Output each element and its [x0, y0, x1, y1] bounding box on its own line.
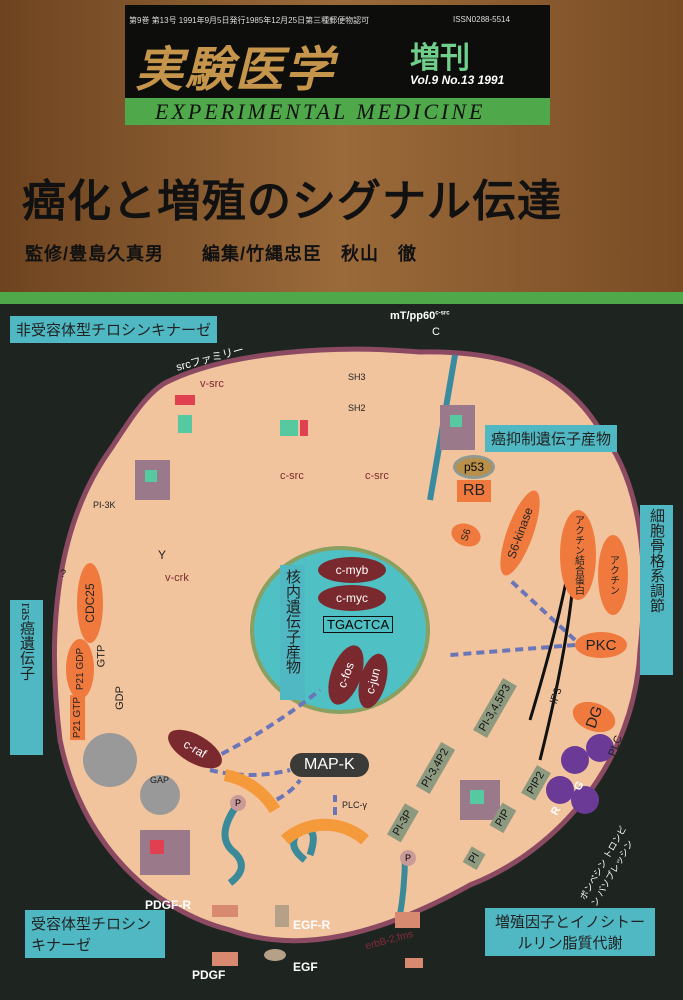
tgactca-sequence: TGACTCA	[323, 616, 394, 633]
editors-credit: 監修/豊島久真男 編集/竹縄忠臣 秋山 徹	[25, 244, 417, 264]
journal-logo: 実験医学	[135, 44, 336, 97]
plc-receptor	[546, 734, 614, 814]
gap-label: GAP	[150, 775, 170, 785]
section-non-receptor-tyrosine-kinase: 非受容体型チロシンキナーゼ	[10, 316, 218, 343]
c-myc-oval: c-myc	[318, 585, 386, 611]
masthead: 第9巻 第13号 1991年9月5日発行1985年12月25日第三種郵便物認可 …	[125, 5, 550, 125]
pdgf-label: PDGF	[192, 968, 226, 982]
sh3-label: SH3	[348, 372, 366, 382]
section-ras-oncogene: ras癌遺伝子	[10, 600, 43, 755]
y-label: Y	[158, 548, 167, 562]
section-nuclear-genes: 核内遺伝子産物	[280, 565, 305, 700]
english-title: EXPERIMENTAL MEDICINE	[155, 99, 486, 124]
phospho-p-2: P	[400, 850, 416, 866]
phospho-p: P	[230, 795, 246, 811]
c-terminal-label: C	[432, 326, 440, 338]
unknown-mark: ?	[60, 568, 67, 580]
gtp-label: GTP	[95, 644, 108, 668]
section-inositol-metabolism: 増殖因子とイノシトールリン脂質代謝	[485, 908, 655, 956]
pkc-oval: PKC	[575, 632, 627, 658]
mt-label: mT/pp60c-src	[390, 310, 450, 322]
section-cytoskeleton: 細胞骨格系調節	[640, 505, 673, 675]
plc-gamma-label: PLC-γ	[342, 800, 368, 810]
pi3k-label: PI-3K	[93, 500, 116, 510]
map-k-box: MAP-K	[290, 753, 369, 777]
volume-label: Vol.9 No.13 1991	[410, 73, 505, 87]
issue-line: 第9巻 第13号 1991年9月5日発行1985年12月25日第三種郵便物認可	[129, 16, 370, 25]
special-issue-label: 増刊	[410, 42, 470, 75]
c-src-label: c-src	[280, 470, 304, 482]
cdc25-oval: CDC25	[77, 563, 103, 643]
c-myb-oval: c-myb	[318, 557, 386, 583]
issue-title: 癌化と増殖のシグナル伝達	[22, 177, 562, 226]
pdgf-r-label: PDGF-R	[145, 898, 191, 912]
actin-binding-protein-oval: アクチン結合蛋白	[560, 510, 596, 600]
issn: ISSN0288-5514	[453, 15, 510, 24]
domain-blocks	[83, 395, 500, 875]
sh2-label: SH2	[348, 403, 366, 413]
rb-badge: RB	[457, 480, 492, 502]
actin-oval: アクチン	[598, 535, 628, 615]
egf-label: EGF	[293, 960, 318, 974]
p21-gdp-oval: P21 GDP	[66, 639, 94, 699]
mt-text: mT/pp60	[390, 310, 436, 322]
section-tumor-suppressor: 癌抑制遺伝子産物	[485, 425, 618, 452]
mt-superscript: c-src	[435, 310, 450, 317]
green-divider	[0, 292, 683, 304]
egf-r-label: EGF-R	[293, 918, 331, 932]
english-band	[125, 98, 550, 125]
gdp-label: GDP	[113, 686, 126, 710]
section-receptor-tyrosine-kinase: 受容体型チロシンキナーゼ	[25, 910, 165, 958]
p21-gtp-box: P21 GTP	[70, 694, 86, 741]
c-src-label-2: c-src	[365, 470, 389, 482]
v-src-label: v-src	[200, 378, 224, 390]
p53-badge: p53	[453, 455, 495, 479]
v-crk-label: v-crk	[165, 572, 189, 584]
